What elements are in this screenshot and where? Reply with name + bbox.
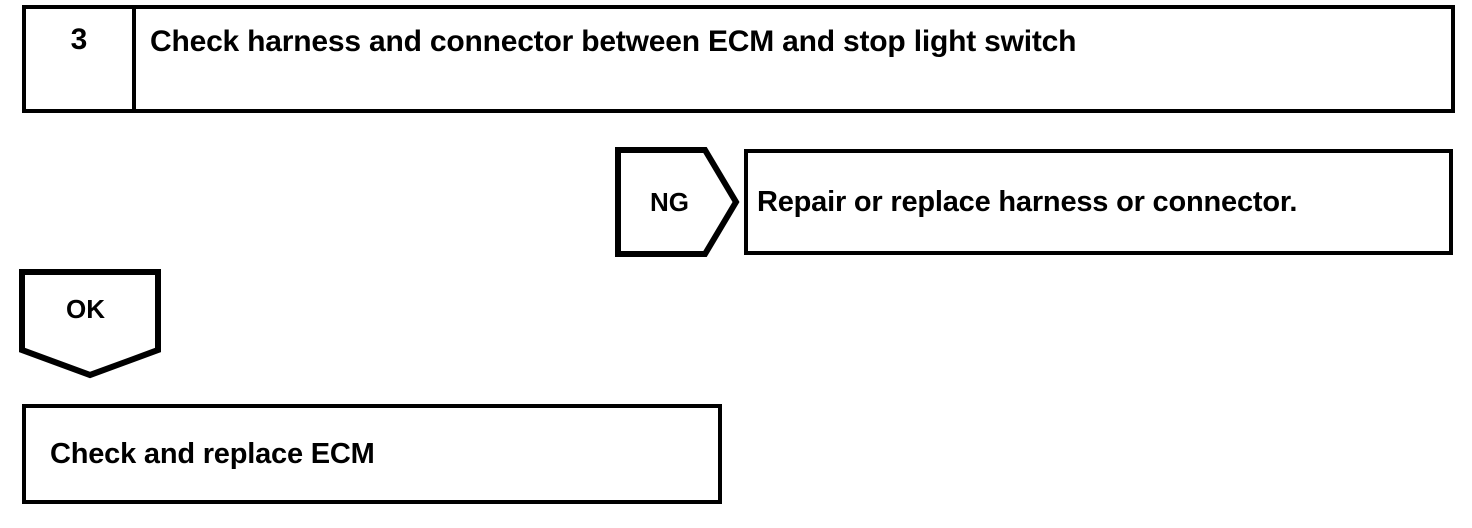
action-box-repair: Repair or replace harness or connector. [744,149,1453,255]
judgement-ng-label: NG [650,187,689,217]
step-instruction-cell: Check harness and connector between ECM … [136,9,1451,109]
action-ecm-text: Check and replace ECM [50,437,375,470]
step-instruction: Check harness and connector between ECM … [150,25,1077,58]
judgement-ok: OK [19,269,161,379]
step-box: 3 Check harness and connector between EC… [22,5,1455,113]
judgement-ng: NG [615,147,740,257]
step-number: 3 [70,23,88,56]
step-number-cell: 3 [26,9,136,109]
judgement-ok-label: OK [66,294,105,324]
action-repair-text: Repair or replace harness or connector. [757,185,1298,218]
pentagon-arrow-right-icon [615,147,740,257]
pentagon-arrow-down-icon [19,269,161,379]
action-box-ecm: Check and replace ECM [22,404,722,504]
